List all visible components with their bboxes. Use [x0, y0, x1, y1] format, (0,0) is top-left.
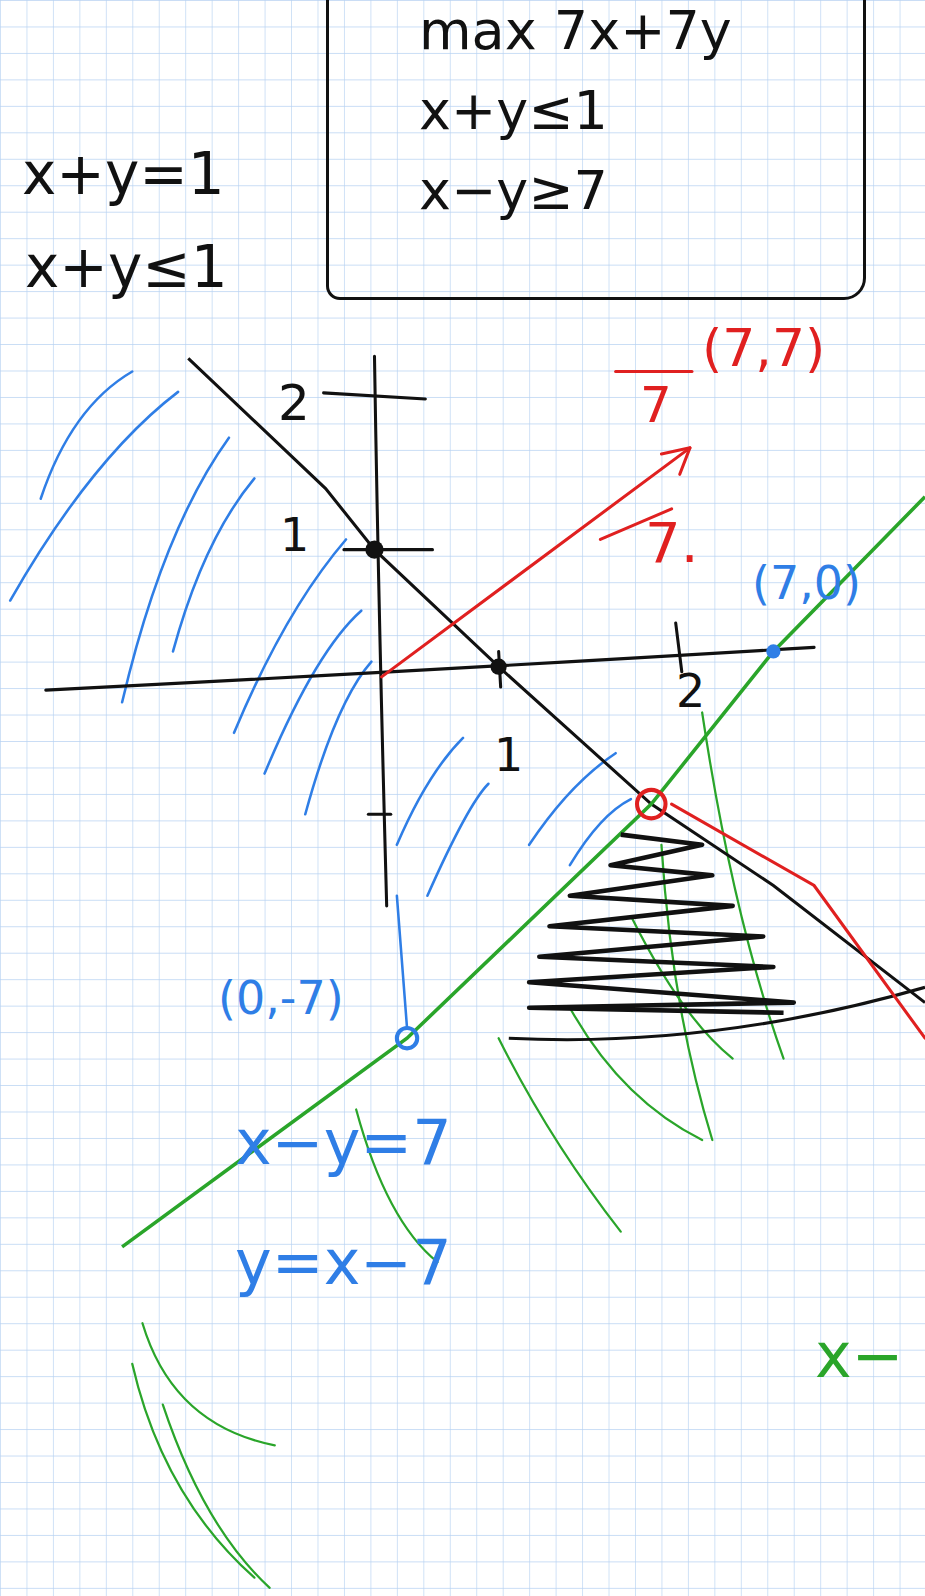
constraint-text: x−y≥7	[419, 164, 863, 218]
intercept-dot	[365, 540, 383, 558]
objective-text: max 7x+7y	[419, 4, 863, 58]
equation-label: x+y=1	[22, 145, 225, 203]
vector-label: 7	[640, 380, 672, 430]
equation-label: x−y=7	[235, 1112, 452, 1174]
equation-label: x−	[815, 1325, 904, 1387]
point-dot	[397, 1028, 417, 1048]
point-label: (0,-7)	[218, 975, 344, 1021]
vector-label: 7.	[645, 515, 698, 571]
intercept-dot	[490, 659, 506, 675]
point-dot	[766, 644, 780, 658]
constraint-line	[188, 358, 925, 1002]
inequality-label: x+y≤1	[25, 238, 228, 296]
constraint-text: x+y≤1	[419, 84, 863, 138]
axes	[46, 356, 814, 906]
equation-label: y=x−7	[235, 1232, 452, 1294]
constraint-line	[122, 497, 925, 1247]
axis-tick-label: 2	[278, 378, 310, 428]
axis-tick-label: 2	[676, 668, 705, 714]
axis-tick-label: 1	[494, 732, 523, 778]
vector-label: (7,7)	[702, 322, 825, 374]
optimum-point	[637, 790, 665, 819]
blue-hatching	[10, 372, 631, 1029]
point-label: (7,0)	[752, 560, 861, 606]
axis-tick-label: 1	[280, 512, 309, 558]
objective-arrow	[382, 372, 925, 1039]
problem-box: max 7x+7y x+y≤1 x−y≥7	[326, 0, 866, 300]
scribble-fill	[509, 835, 925, 1040]
